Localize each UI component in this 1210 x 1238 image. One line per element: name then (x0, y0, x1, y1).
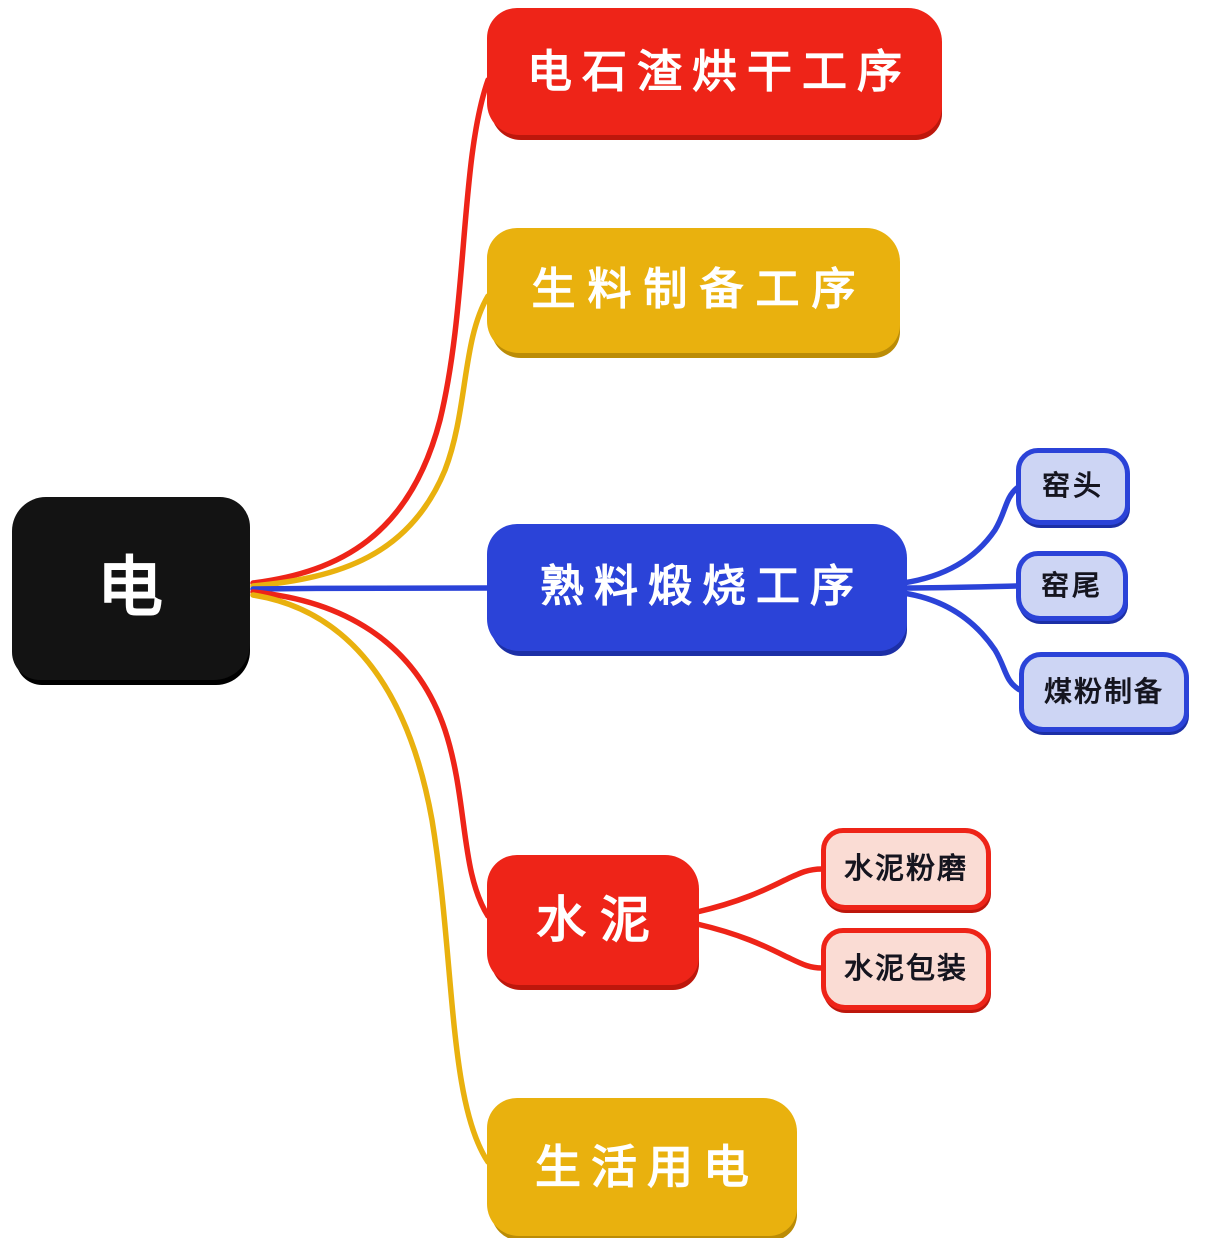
node-cement-grinding[interactable]: 水泥粉磨 (821, 828, 991, 910)
node-cement[interactable]: 水泥 (487, 855, 699, 985)
root-node-electricity[interactable]: 电 (12, 497, 250, 680)
node-raw-meal-preparation-process[interactable]: 生料制备工序 (487, 228, 900, 353)
connector-clinker-to-kiln-head (900, 485, 1020, 586)
connector-root-to-clinker-calcination (250, 585, 491, 592)
node-label: 窑头 (1041, 469, 1104, 503)
connector-cement-to-cement-grinding (694, 866, 825, 915)
connector-cement-to-cement-packing (694, 921, 825, 971)
connector-clinker-to-coal-powder-preparation (900, 590, 1023, 693)
connector-root-to-raw-meal-preparation (250, 293, 491, 589)
connector-root-to-domestic-electricity (250, 592, 491, 1165)
node-label: 窑尾 (1040, 568, 1103, 602)
node-label: 生活用电 (535, 1139, 759, 1194)
node-label: 生料制备工序 (531, 264, 868, 316)
node-carbide-slag-drying-process[interactable]: 电石渣烘干工序 (487, 8, 942, 135)
node-coal-powder-preparation[interactable]: 煤粉制备 (1019, 652, 1189, 732)
connector-clinker-to-kiln-tail (900, 583, 1019, 591)
node-kiln-head[interactable]: 窑头 (1016, 448, 1130, 525)
node-clinker-calcination-process[interactable]: 熟料煅烧工序 (487, 524, 907, 651)
node-label: 水泥包装 (843, 951, 968, 986)
node-label: 水泥 (536, 890, 664, 949)
connector-root-to-carbide-slag-drying (250, 77, 491, 586)
node-label: 电石渣烘干工序 (526, 44, 912, 98)
connector-root-to-cement (250, 589, 491, 919)
node-kiln-tail[interactable]: 窑尾 (1016, 551, 1128, 621)
node-label: 煤粉制备 (1043, 674, 1164, 708)
node-label: 水泥粉磨 (843, 851, 968, 886)
node-cement-packing[interactable]: 水泥包装 (821, 928, 991, 1010)
node-domestic-electricity[interactable]: 生活用电 (487, 1098, 797, 1236)
node-label: 熟料煅烧工序 (540, 561, 864, 613)
root-node-label: 电 (97, 549, 165, 627)
